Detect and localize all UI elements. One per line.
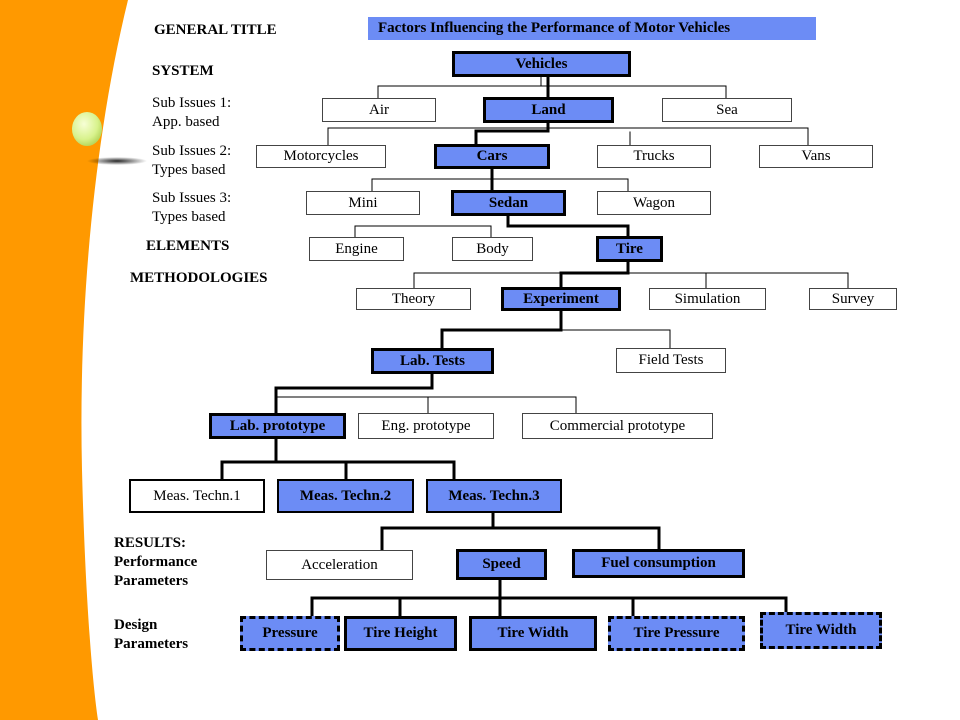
sub-issues-2-line1: Sub Issues 2: (152, 143, 232, 159)
design-line2: Parameters (114, 636, 189, 652)
node-sedan: Sedan (451, 190, 566, 216)
node-tire-height: Tire Height (344, 616, 457, 651)
node-tire: Tire (596, 236, 663, 262)
node-air: Air (322, 98, 436, 122)
results-line1: RESULTS: (114, 535, 186, 551)
results-label: RESULTS: Performance Parameters (114, 534, 197, 591)
node-field-tests: Field Tests (616, 348, 726, 373)
shadow-streak (87, 157, 147, 165)
sub-issues-1-line2: App. based (152, 114, 220, 130)
node-vans: Vans (759, 145, 873, 168)
sub-issues-3-line1: Sub Issues 3: (152, 190, 232, 206)
node-meas-techn-1: Meas. Techn.1 (129, 479, 265, 513)
system-label: SYSTEM (152, 63, 214, 79)
node-speed: Speed (456, 549, 547, 580)
node-land: Land (483, 97, 614, 123)
node-meas-techn-3: Meas. Techn.3 (426, 479, 562, 513)
general-title-label: GENERAL TITLE (154, 22, 277, 38)
node-tire-width: Tire Width (469, 616, 597, 651)
node-acceleration: Acceleration (266, 550, 413, 580)
methodologies-label: METHODOLOGIES (130, 270, 268, 286)
green-bullet-icon (72, 112, 102, 146)
sub-issues-2-line2: Types based (152, 162, 226, 178)
node-commercial-prototype: Commercial prototype (522, 413, 713, 439)
node-motorcycles: Motorcycles (256, 145, 386, 168)
elements-label: ELEMENTS (146, 238, 230, 254)
results-line2: Performance (114, 554, 198, 570)
design-parameters-label: Design Parameters (114, 616, 188, 654)
node-vehicles: Vehicles (452, 51, 631, 77)
node-survey: Survey (809, 288, 897, 310)
sub-issues-2-label: Sub Issues 2: Types based (152, 142, 231, 180)
node-experiment: Experiment (501, 287, 621, 311)
results-line3: Parameters (114, 573, 189, 589)
node-lab-prototype: Lab. prototype (209, 413, 346, 439)
node-engine: Engine (309, 237, 404, 261)
node-sea: Sea (662, 98, 792, 122)
node-meas-techn-2: Meas. Techn.2 (277, 479, 414, 513)
node-fuel-consumption: Fuel consumption (572, 549, 745, 578)
node-mini: Mini (306, 191, 420, 215)
node-simulation: Simulation (649, 288, 766, 310)
node-tire-width-2: Tire Width (760, 612, 882, 649)
node-theory: Theory (356, 288, 471, 310)
node-body: Body (452, 237, 533, 261)
node-lab-tests: Lab. Tests (371, 348, 494, 374)
node-tire-pressure: Tire Pressure (608, 616, 745, 651)
node-cars: Cars (434, 144, 550, 169)
node-wagon: Wagon (597, 191, 711, 215)
diagram-title: Factors Influencing the Performance of M… (368, 17, 816, 40)
design-line1: Design (114, 617, 158, 633)
node-trucks: Trucks (597, 145, 711, 168)
sub-issues-3-label: Sub Issues 3: Types based (152, 189, 231, 227)
sub-issues-1-line1: Sub Issues 1: (152, 95, 232, 111)
sub-issues-1-label: Sub Issues 1: App. based (152, 94, 231, 132)
node-eng-prototype: Eng. prototype (358, 413, 494, 439)
sub-issues-3-line2: Types based (152, 209, 226, 225)
node-pressure: Pressure (240, 616, 340, 651)
